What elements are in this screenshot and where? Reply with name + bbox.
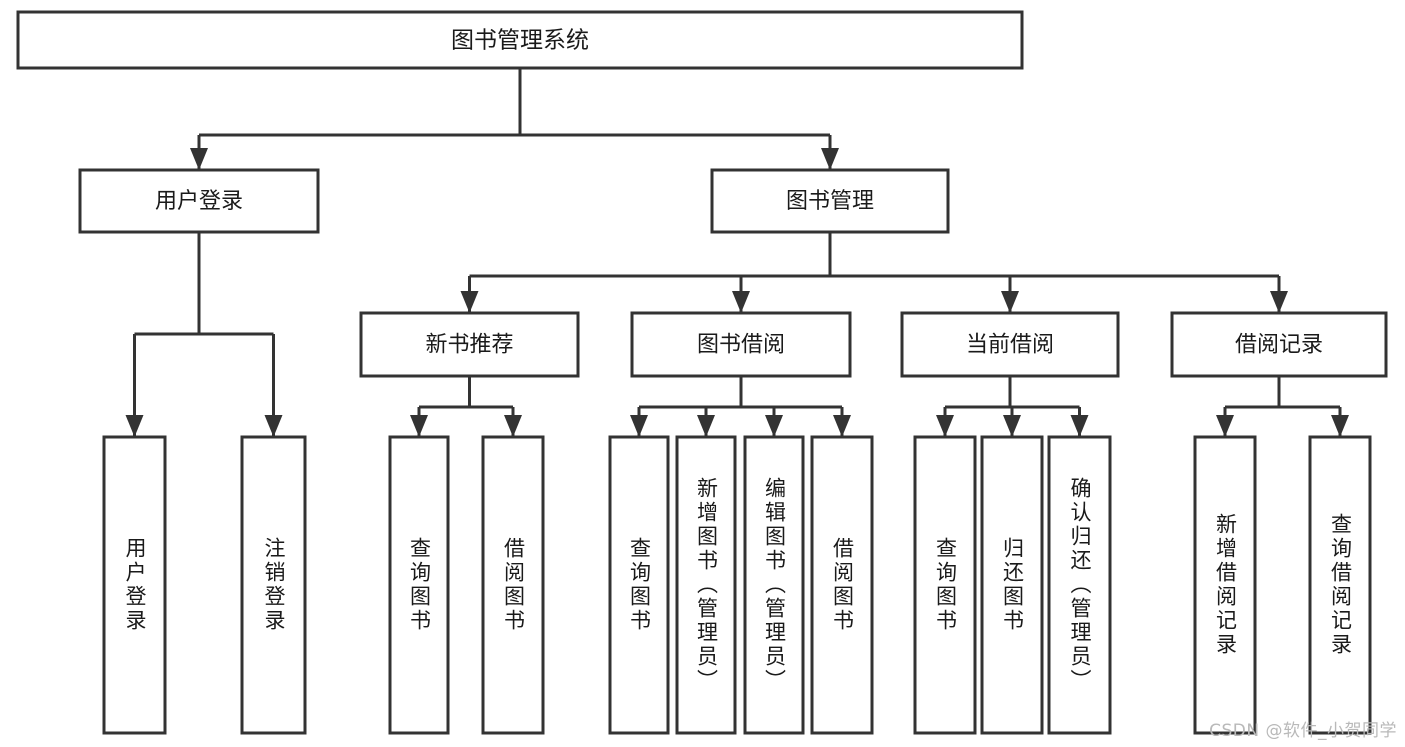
node-box-leaf-add-record[interactable] xyxy=(1193,435,1257,735)
arrow-head-current-borrow-2 xyxy=(1070,415,1089,437)
node-box-root[interactable] xyxy=(16,10,1024,70)
node-label-current-borrow: 当前借阅 xyxy=(966,333,1054,358)
arrow-head-borrow-record-0 xyxy=(1216,415,1234,437)
node-label-new-book-rec: 新书推荐 xyxy=(425,333,513,358)
arrow-head-borrow-record-1 xyxy=(1331,415,1349,437)
watermark: CSDN @软件_小贺同学 xyxy=(1209,721,1397,741)
arrow-head-book-manage-0 xyxy=(460,291,479,313)
node-label-book-manage: 图书管理 xyxy=(786,189,874,214)
node-label-borrow-record: 借阅记录 xyxy=(1235,333,1323,358)
node-box-book-borrow[interactable] xyxy=(630,311,852,378)
node-box-leaf-query-record[interactable] xyxy=(1308,435,1372,735)
node-box-current-borrow[interactable] xyxy=(900,311,1120,378)
node-box-layer xyxy=(16,10,1388,735)
node-box-book-manage[interactable] xyxy=(710,168,950,234)
arrow-head-book-borrow-0 xyxy=(630,415,648,437)
node-label-user-login: 用户登录 xyxy=(155,189,243,214)
node-box-leaf-borrow-book-rec[interactable] xyxy=(481,435,545,735)
node-label-root: 图书管理系统 xyxy=(451,28,589,54)
node-box-new-book-rec[interactable] xyxy=(359,311,580,378)
arrow-head-user-login-0 xyxy=(125,415,144,437)
node-box-leaf-edit-book[interactable] xyxy=(743,435,805,735)
arrow-head-book-manage-1 xyxy=(732,291,750,313)
arrow-head-book-borrow-3 xyxy=(833,415,851,437)
node-box-leaf-confirm-return[interactable] xyxy=(1047,435,1112,735)
node-label-book-borrow: 图书借阅 xyxy=(697,333,785,358)
arrow-head-root-1 xyxy=(821,148,839,170)
node-box-leaf-borrow-book[interactable] xyxy=(810,435,874,735)
node-box-borrow-record[interactable] xyxy=(1170,311,1388,378)
arrow-head-current-borrow-1 xyxy=(1003,415,1021,437)
node-box-leaf-query-book-rec[interactable] xyxy=(388,435,450,735)
node-box-leaf-query-book-cur[interactable] xyxy=(913,435,977,735)
arrow-head-new-book-rec-1 xyxy=(504,415,522,437)
arrow-head-root-0 xyxy=(190,148,208,170)
node-box-user-login[interactable] xyxy=(78,168,320,234)
node-box-leaf-add-book[interactable] xyxy=(675,435,737,735)
arrow-head-book-manage-3 xyxy=(1270,291,1288,313)
arrow-head-new-book-rec-0 xyxy=(410,415,428,437)
node-box-leaf-user-logout[interactable] xyxy=(240,435,307,735)
arrow-head-book-borrow-2 xyxy=(765,415,783,437)
arrow-head-current-borrow-0 xyxy=(936,415,954,437)
node-box-leaf-query-book[interactable] xyxy=(608,435,670,735)
arrow-head-book-manage-2 xyxy=(1001,291,1019,313)
arrow-head-book-borrow-1 xyxy=(697,415,715,437)
connector-layer xyxy=(125,68,1349,437)
node-box-leaf-user-login[interactable] xyxy=(102,435,167,735)
node-box-leaf-return-book[interactable] xyxy=(980,435,1044,735)
arrow-head-user-login-1 xyxy=(264,415,283,437)
